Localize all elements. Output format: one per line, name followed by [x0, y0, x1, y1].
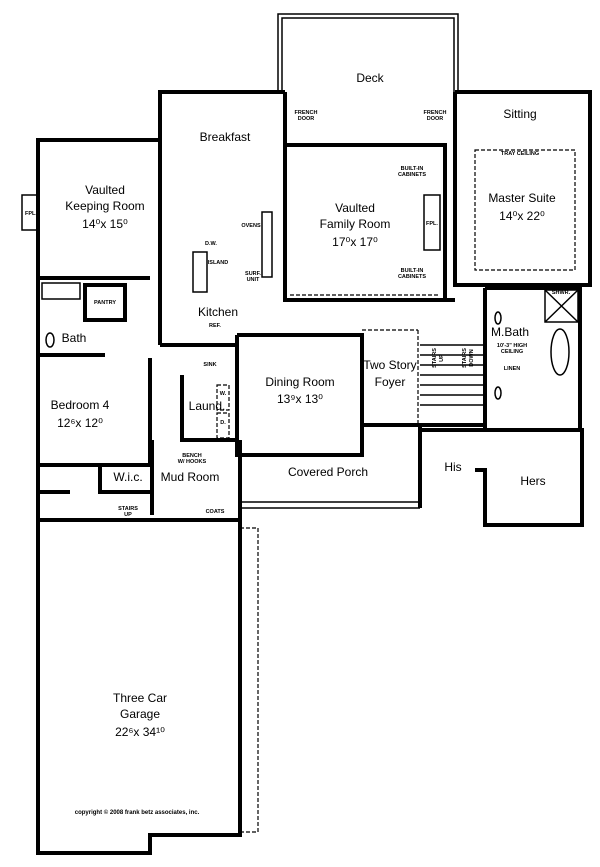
note-stairs-down-1: STAIRS — [462, 348, 468, 368]
note-bench-1: BENCH — [182, 453, 202, 459]
note-fpl-family: FPL. — [426, 221, 438, 227]
walls — [21, 13, 592, 855]
label-master-suite-dim: 14⁰x 22⁰ — [499, 209, 545, 223]
room-labels: Deck Sitting TRAY CEILING Master Suite 1… — [51, 71, 571, 739]
label-shower: SHWR. — [552, 290, 571, 296]
note-built-in-top-2: CABINETS — [398, 172, 426, 178]
label-foyer-1: Two Story — [363, 358, 416, 372]
label-mud-room: Mud Room — [161, 470, 220, 484]
annotations: FRENCH DOOR FRENCH DOOR BUILT-IN CABINET… — [25, 110, 475, 816]
label-wic: W.i.c. — [113, 470, 142, 484]
label-laundry: Laund. — [189, 399, 226, 413]
label-hers: Hers — [520, 474, 545, 488]
label-kitchen: Kitchen — [198, 305, 238, 319]
note-stairs-up-2: UP — [439, 354, 445, 362]
label-family-1: Vaulted — [335, 201, 375, 215]
label-mbath-note-2: CEILING — [501, 349, 523, 355]
label-covered-porch: Covered Porch — [288, 465, 368, 479]
label-family-dim: 17⁰x 17⁰ — [332, 235, 378, 249]
label-mbath: M.Bath — [491, 325, 529, 339]
note-french-door-right-1: FRENCH — [424, 110, 447, 116]
label-dining-dim: 13⁹x 13⁰ — [277, 392, 323, 406]
label-garage-dim: 22⁶x 34¹⁰ — [115, 725, 165, 739]
note-garage-stairs-1: STAIRS — [118, 506, 138, 512]
label-mbath-note-1: 10'-3" HIGH — [497, 343, 527, 349]
note-built-in-top-1: BUILT-IN — [401, 166, 424, 172]
note-french-door-left-2: DOOR — [298, 116, 315, 122]
label-garage-2: Garage — [120, 707, 160, 721]
label-master-suite: Master Suite — [488, 191, 556, 205]
label-garage-1: Three Car — [113, 691, 167, 705]
label-bath: Bath — [62, 331, 87, 345]
note-surf-1: SURF. — [245, 271, 261, 277]
note-french-door-left-1: FRENCH — [295, 110, 318, 116]
note-stairs-down-2: DOWN — [469, 349, 475, 366]
note-washer: W. — [220, 391, 227, 397]
note-french-door-right-2: DOOR — [427, 116, 444, 122]
note-fpl-keeping: FPL. — [25, 211, 37, 217]
copyright-notice: copyright © 2008 frank betz associates, … — [75, 809, 200, 816]
label-pantry: PANTRY — [94, 300, 116, 306]
note-coats: COATS — [206, 509, 225, 515]
label-his: His — [444, 460, 461, 474]
note-dryer: D. — [220, 420, 226, 426]
note-built-in-bottom-2: CABINETS — [398, 274, 426, 280]
label-keeping-dim: 14⁰x 15⁰ — [82, 217, 128, 231]
label-linen: LINEN — [504, 366, 521, 372]
note-ovens: OVENS — [241, 223, 261, 229]
label-keeping-1: Vaulted — [85, 183, 125, 197]
label-keeping-2: Keeping Room — [65, 199, 144, 213]
note-island: ISLAND — [208, 260, 229, 266]
label-bedroom4: Bedroom 4 — [51, 398, 110, 412]
note-garage-stairs-2: UP — [124, 512, 132, 518]
label-deck: Deck — [356, 71, 384, 85]
label-foyer-2: Foyer — [375, 375, 406, 389]
note-bench-2: W/ HOOKS — [178, 459, 207, 465]
label-sitting: Sitting — [503, 107, 536, 121]
label-tray-ceiling: TRAY CEILING — [501, 151, 539, 157]
label-bedroom4-dim: 12⁶x 12⁰ — [57, 416, 103, 430]
note-ref: REF. — [209, 323, 221, 329]
label-dining: Dining Room — [265, 375, 334, 389]
label-breakfast: Breakfast — [200, 130, 251, 144]
note-dw: D.W. — [205, 241, 217, 247]
note-sink: SINK — [203, 362, 216, 368]
label-family-2: Family Room — [320, 217, 391, 231]
note-surf-2: UNIT — [247, 277, 260, 283]
note-built-in-bottom-1: BUILT-IN — [401, 268, 424, 274]
note-stairs-up-1: STAIRS — [432, 348, 438, 368]
